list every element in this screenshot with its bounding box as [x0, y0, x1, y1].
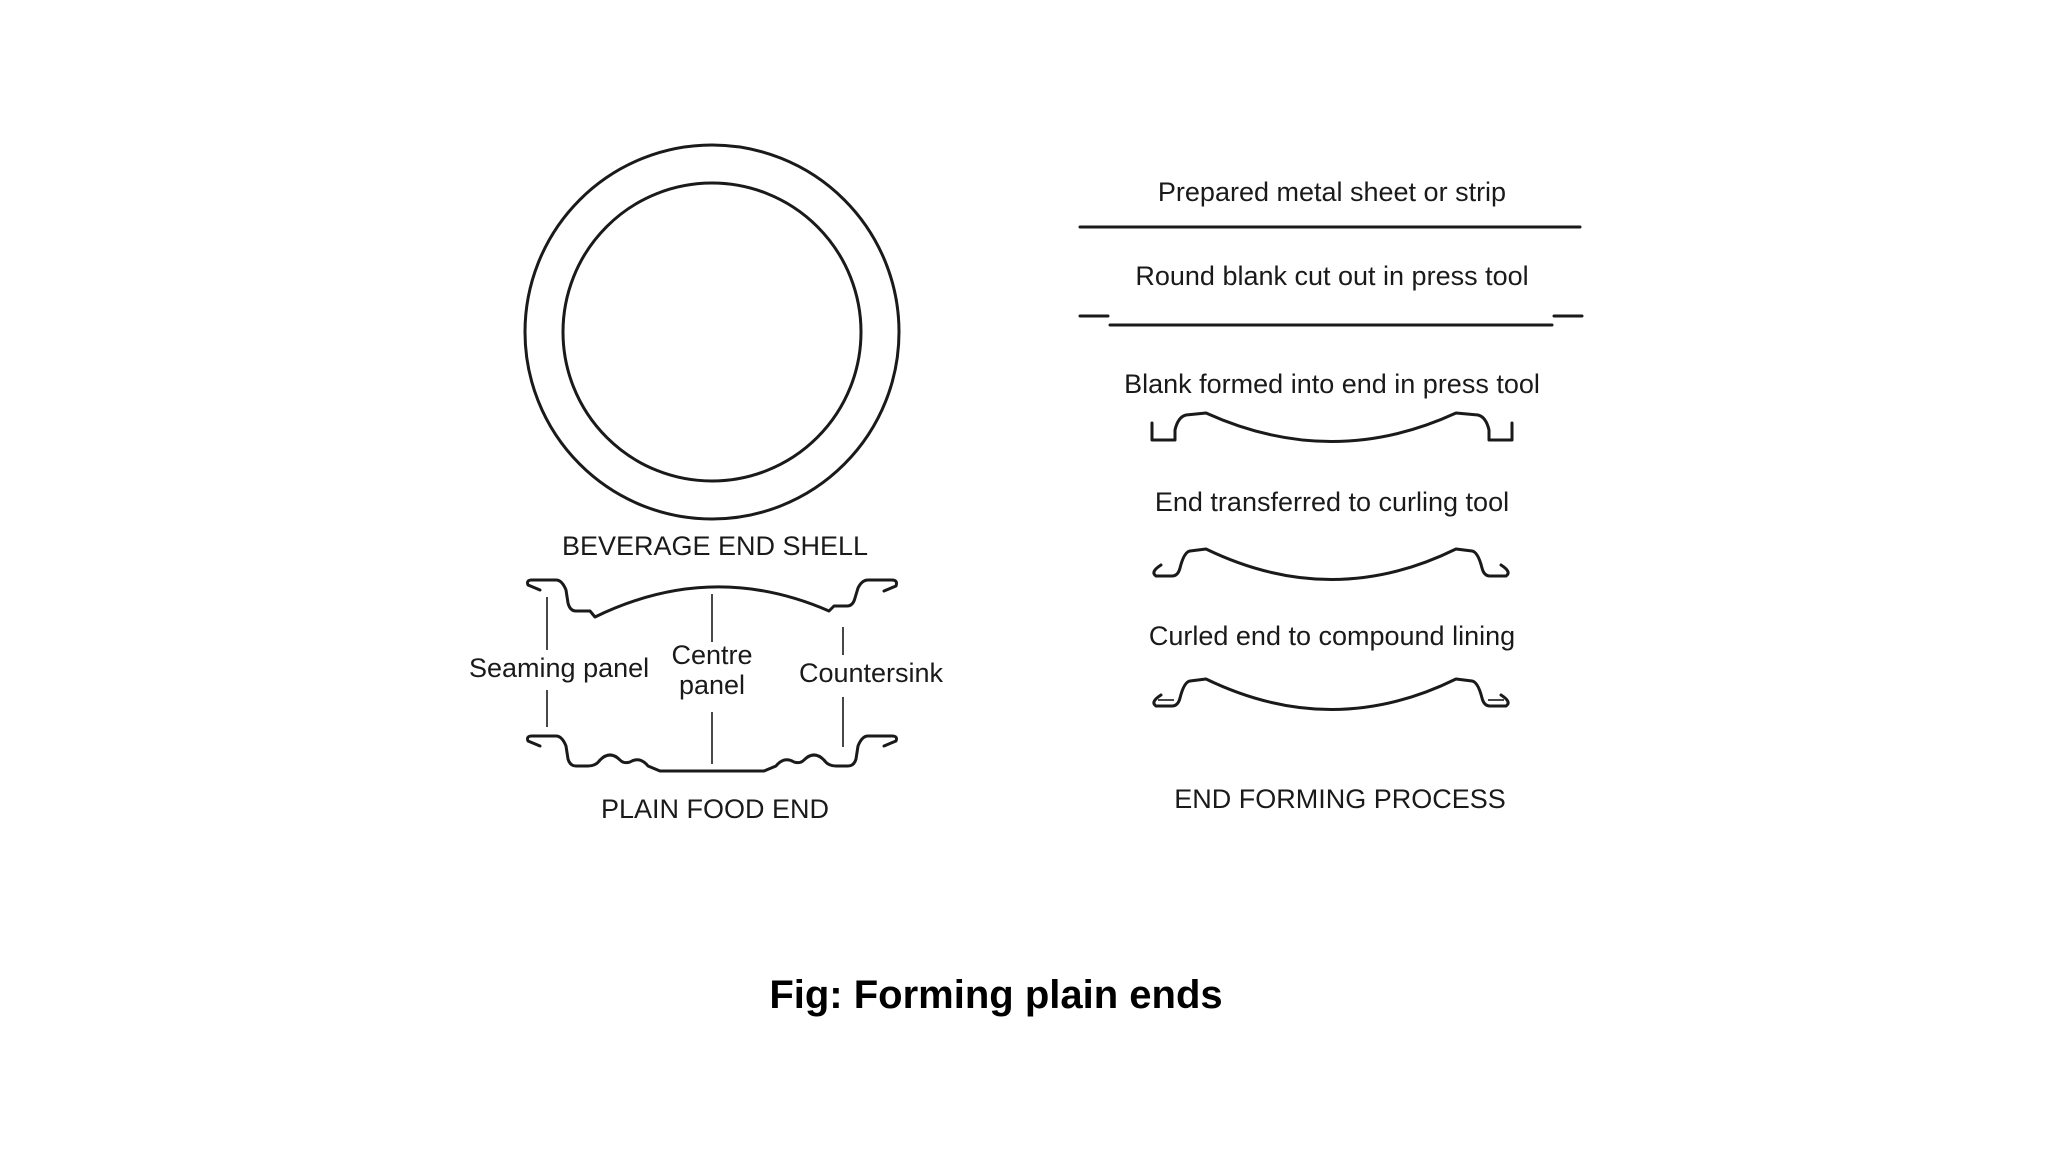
process-step-4-label: End transferred to curling tool [1155, 487, 1509, 517]
beverage-end-title: BEVERAGE END SHELL [562, 531, 868, 561]
process-step-3-label: Blank formed into end in press tool [1124, 369, 1540, 399]
seaming-panel-label-group: Seaming panel [469, 653, 649, 683]
shell-inner-ring [561, 181, 863, 483]
process-step-2-label: Round blank cut out in press tool [1135, 261, 1528, 291]
figure-caption-text: Fig: Forming plain ends [769, 973, 1223, 1017]
curled-end-profile [1152, 547, 1510, 581]
lined-end-profile [1152, 677, 1510, 711]
seaming-panel-label: Seaming panel [469, 653, 649, 683]
beverage-end-shell [523, 143, 901, 521]
process-step-1-label: Prepared metal sheet or strip [1158, 177, 1506, 207]
centre-panel-label-line2: panel [679, 670, 745, 700]
food-end-title: PLAIN FOOD END [601, 794, 829, 824]
process-title: END FORMING PROCESS [1174, 784, 1506, 814]
figure-caption: Fig: Forming plain ends [0, 973, 2048, 1018]
process-step-5-label: Curled end to compound lining [1149, 621, 1515, 651]
countersink-label: Countersink [799, 658, 944, 688]
round-blank-cut [1078, 314, 1584, 327]
formed-end-profile [1150, 411, 1514, 443]
food-end-profile [526, 734, 898, 773]
beverage-end-profile [526, 578, 898, 619]
shell-outer-ring [523, 143, 901, 521]
centre-panel-label-line1: Centre [671, 640, 752, 670]
